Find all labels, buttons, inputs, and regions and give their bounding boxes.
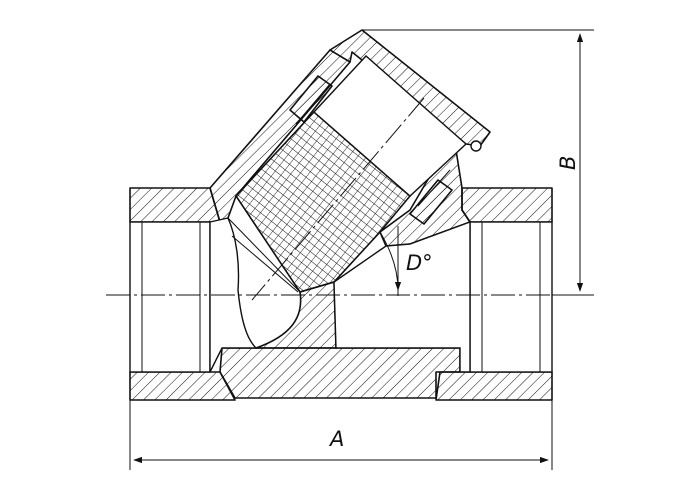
length-label: A <box>328 427 344 451</box>
height-label: B <box>556 156 580 170</box>
height-dimension <box>362 29 594 296</box>
strainer-axis <box>251 97 425 301</box>
outlet-chamber <box>333 220 471 373</box>
bore-right <box>469 221 553 373</box>
angle-label: D° <box>406 251 433 275</box>
angle-dimension <box>379 226 402 296</box>
plug <box>289 55 482 225</box>
length-dimension <box>129 400 553 470</box>
bore-left <box>129 221 221 373</box>
